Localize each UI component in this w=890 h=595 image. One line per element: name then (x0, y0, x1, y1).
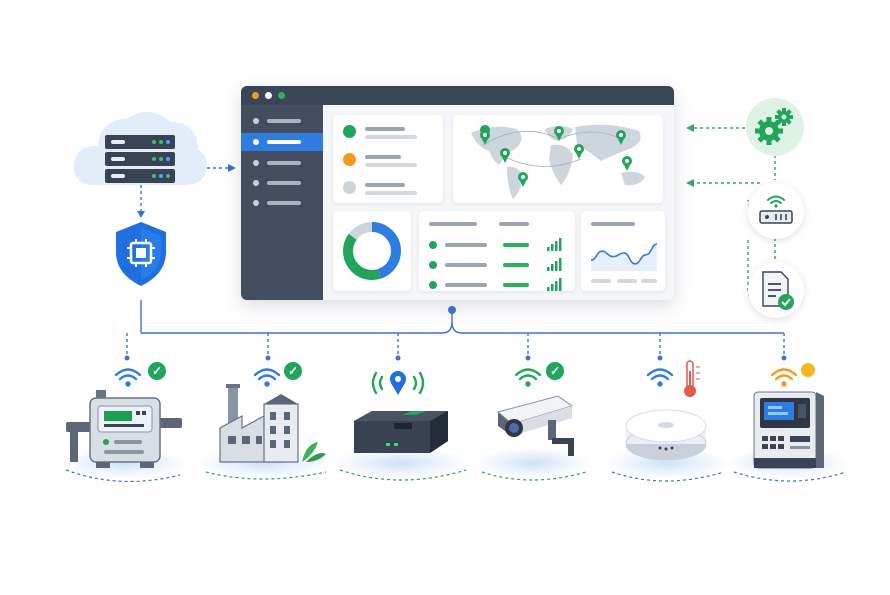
donut-segment-3 (343, 222, 401, 280)
donut-segment-2 (343, 222, 401, 280)
window-dot-2[interactable] (265, 92, 272, 99)
check-icon-factory: ✓ (284, 362, 302, 380)
security-camera-icon[interactable] (488, 390, 588, 470)
factory-icon[interactable] (206, 380, 330, 470)
world-map-card (453, 115, 663, 203)
trend-area (591, 244, 657, 271)
check-icon-meter: ✓ (148, 362, 166, 380)
smart-sensor-icon[interactable] (620, 398, 712, 468)
donut-card (333, 211, 411, 291)
signal-icon (547, 238, 562, 251)
world-map-icon (471, 124, 645, 199)
table-row[interactable] (419, 278, 575, 292)
sidebar-item-active[interactable] (241, 133, 323, 151)
cloud-server (70, 100, 210, 190)
gears-icon (755, 108, 793, 145)
status-card (333, 115, 443, 203)
row-status-dot (429, 261, 437, 269)
sidebar-item-3[interactable] (253, 157, 315, 169)
window-dot-3[interactable] (278, 92, 285, 99)
status-dot-gray (343, 181, 356, 194)
window-dot-1[interactable] (252, 92, 259, 99)
dashboard-window (241, 86, 674, 300)
kiosk-terminal-icon[interactable] (748, 386, 828, 470)
trend-card (581, 211, 665, 291)
sidebar-item-1[interactable] (253, 115, 315, 127)
table-row[interactable] (419, 238, 575, 252)
status-dot-green (343, 125, 356, 138)
wifi-icons (114, 360, 815, 397)
report-badge[interactable] (748, 262, 804, 318)
security-shield-icon (116, 222, 166, 286)
donut-chart (343, 222, 401, 280)
row-status-dot (429, 281, 437, 289)
trend-line (590, 243, 658, 265)
table-row[interactable] (419, 258, 575, 272)
sidebar-item-5[interactable] (253, 197, 315, 209)
report-check-icon (762, 271, 794, 310)
row-status-dot (429, 241, 437, 249)
window-titlebar (241, 86, 674, 105)
utility-meter-icon[interactable] (62, 380, 186, 470)
signal-icon (547, 278, 562, 291)
cloud-server-icon (73, 111, 207, 185)
device-list-card (419, 211, 575, 291)
gateway-badge[interactable] (748, 183, 804, 239)
dashboard-sidebar (241, 105, 323, 300)
tracker-gateway-icon[interactable] (346, 405, 456, 467)
check-icon-camera: ✓ (546, 362, 564, 380)
trend-chart (590, 243, 658, 271)
status-dot-orange (343, 153, 356, 166)
signal-icon (547, 258, 562, 271)
sidebar-item-4[interactable] (253, 177, 315, 189)
device-base-lines (65, 469, 847, 483)
gears-badge[interactable] (746, 98, 804, 156)
wifi-gateway-icon (759, 195, 793, 224)
